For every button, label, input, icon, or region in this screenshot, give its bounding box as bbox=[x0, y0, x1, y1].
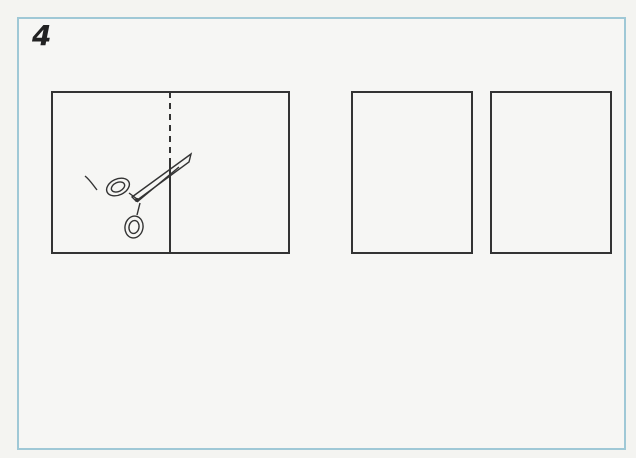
paper-piece-left bbox=[352, 92, 472, 253]
paper-piece-right bbox=[491, 92, 611, 253]
scissors-icon bbox=[85, 154, 191, 239]
